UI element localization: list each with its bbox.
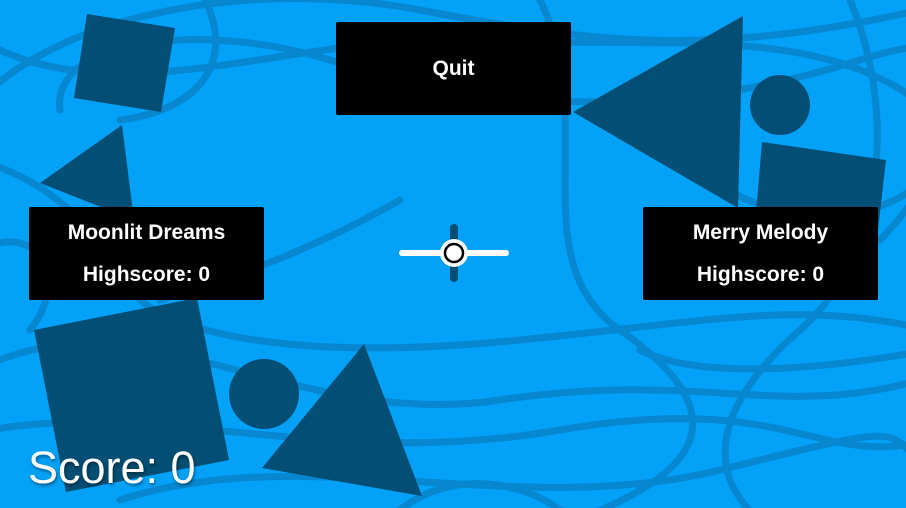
song-highscore: Highscore: 0 (696, 263, 825, 286)
crosshair-cursor-icon[interactable] (398, 224, 510, 282)
square-shape (34, 298, 229, 492)
quit-button[interactable]: Quit (336, 22, 571, 115)
triangle-shape (573, 16, 743, 208)
song-option-merry-melody[interactable]: Merry Melody Highscore: 0 (643, 207, 878, 300)
song-title: Merry Melody (692, 221, 829, 244)
square-shape (74, 14, 175, 112)
score-display: Score: 0 (28, 442, 196, 493)
circle-shape (229, 359, 299, 429)
quit-label: Quit (432, 57, 475, 80)
song-option-moonlit-dreams[interactable]: Moonlit Dreams Highscore: 0 (29, 207, 264, 300)
song-highscore: Highscore: 0 (82, 263, 211, 286)
song-title: Moonlit Dreams (67, 221, 226, 244)
triangle-shape (262, 344, 422, 496)
triangle-shape (40, 125, 134, 220)
circle-shape (750, 75, 810, 135)
